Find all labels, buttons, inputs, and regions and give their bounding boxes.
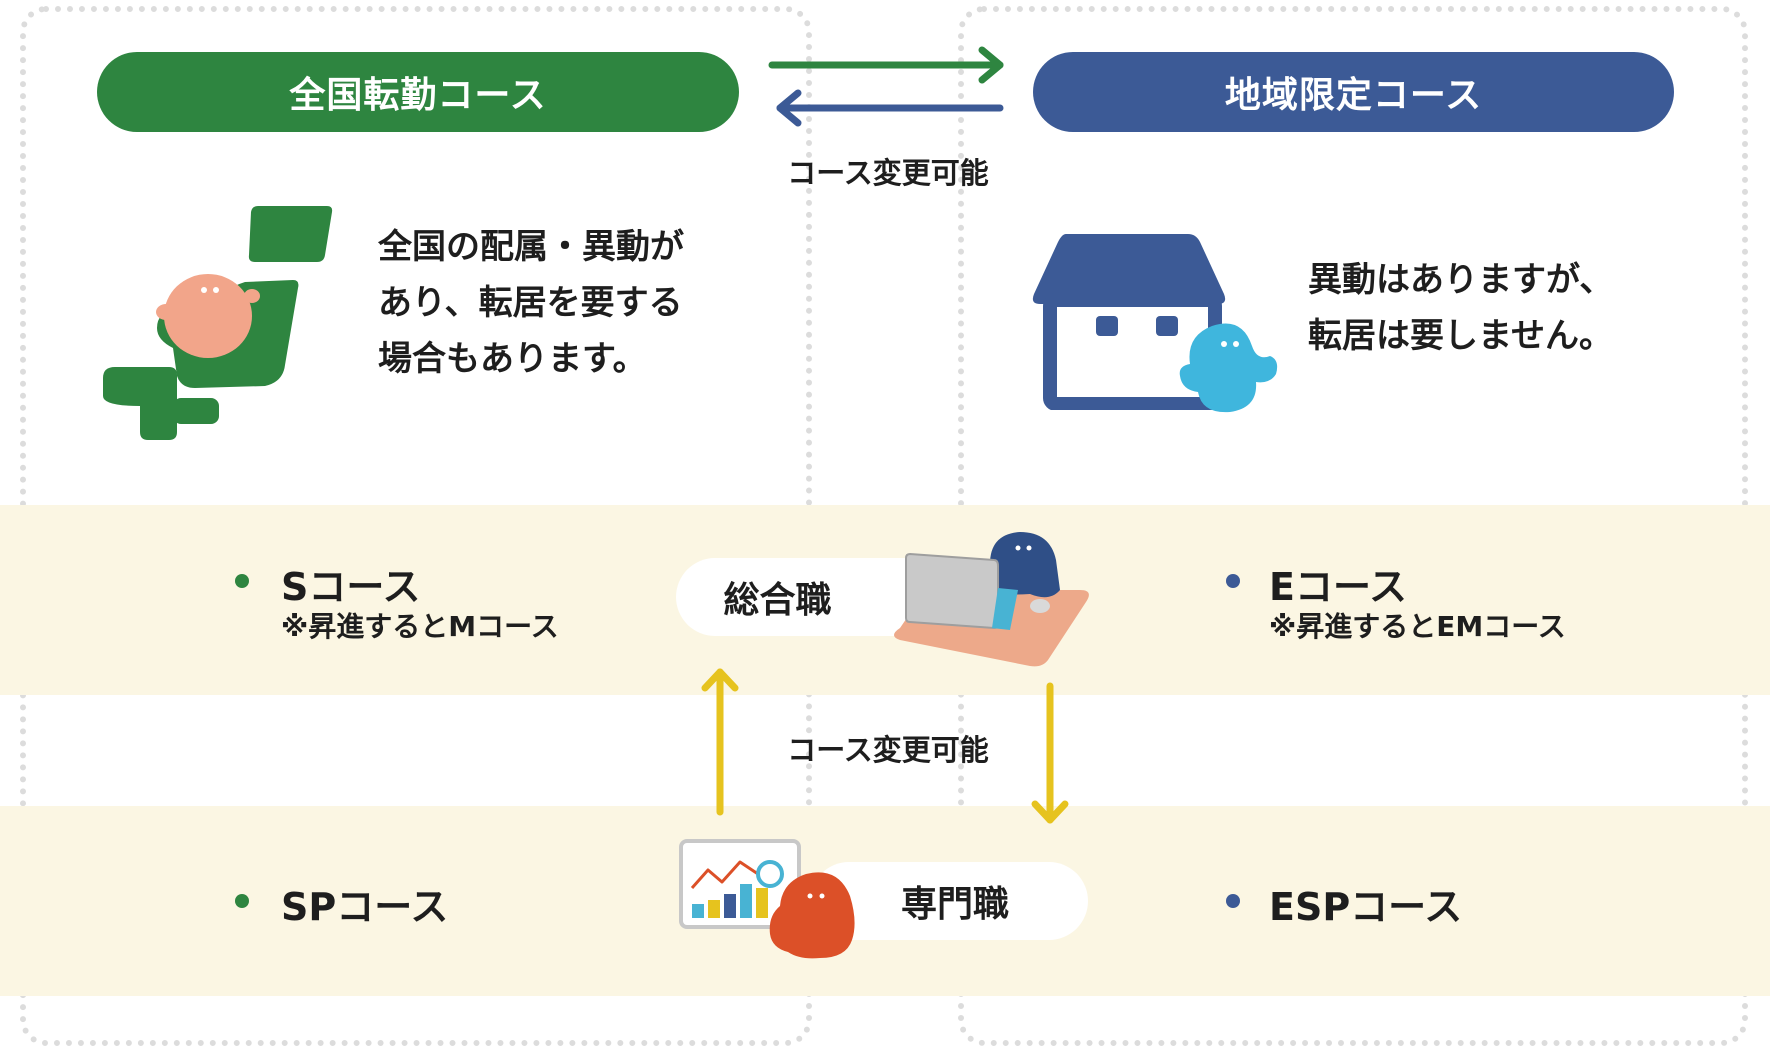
e-course-bullet — [1226, 574, 1240, 588]
s-course-note: ※昇進するとMコース — [281, 610, 559, 643]
e-course-name: Eコース — [1269, 565, 1408, 609]
blue-character-icon — [1179, 323, 1278, 413]
right-arrow-icon — [768, 46, 1004, 84]
down-arrow-icon — [1031, 682, 1069, 824]
sp-course-name: SPコース — [281, 885, 449, 929]
esp-course-name: ESPコース — [1269, 885, 1463, 929]
orange-character-icon — [156, 274, 260, 358]
regional-course-description: 異動はありますが、 転居は要しません。 — [1308, 260, 1614, 356]
s-course-name: Sコース — [281, 565, 421, 609]
regional-course-pill: 地域限定コース — [1033, 52, 1674, 132]
e-course-note: ※昇進するとEMコース — [1269, 610, 1566, 643]
s-course-bullet — [235, 574, 249, 588]
top-course-change-label: コース変更可能 — [787, 156, 989, 190]
course-switch-arrows — [768, 46, 1004, 127]
general-role-label: 総合職 — [723, 580, 832, 621]
chart-board-icon — [679, 839, 801, 929]
up-arrow-icon — [701, 668, 739, 816]
sp-course-bullet — [235, 894, 249, 908]
left-arrow-icon — [776, 89, 1004, 127]
nationwide-course-title: 全国転勤コース — [289, 75, 547, 116]
specialist-role-label: 専門職 — [900, 884, 1009, 925]
esp-course-bullet — [1226, 894, 1240, 908]
laptop-icon — [894, 532, 1089, 667]
nationwide-course-pill: 全国転勤コース — [97, 52, 739, 132]
middle-course-change-label: コース変更可能 — [787, 733, 989, 767]
red-character-icon — [769, 872, 855, 959]
specialist-role-pill: 専門職 — [810, 862, 1088, 940]
nationwide-course-description: 全国の配属・異動が あり、転居を要する 場合もあります。 — [378, 227, 684, 379]
regional-course-title: 地域限定コース — [1224, 75, 1483, 116]
